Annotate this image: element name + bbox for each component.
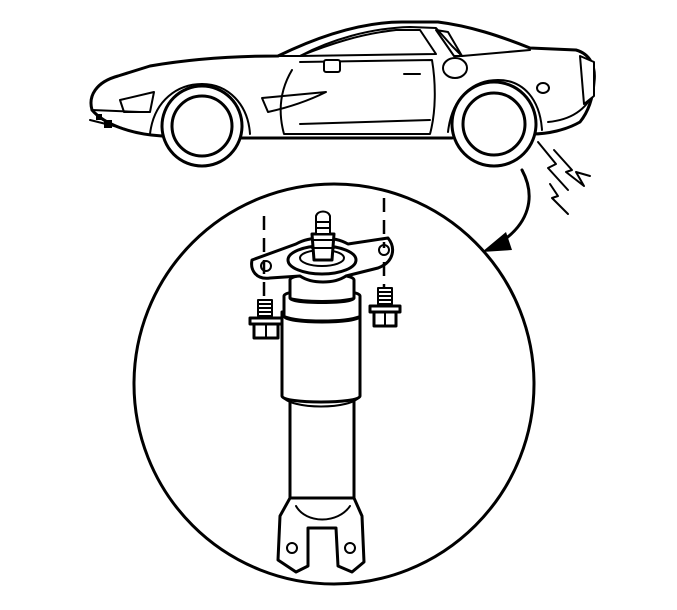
car-fog-light: [104, 120, 112, 128]
shock-upper-body: [280, 310, 362, 404]
car-windshield: [299, 29, 437, 57]
mount-hole-left: [260, 260, 272, 272]
car-front-arch: [149, 83, 251, 135]
mounting-bolt-left: [248, 299, 284, 340]
shock-absorber: [248, 198, 402, 574]
car-front-wheel: [160, 84, 244, 168]
shock-upper-stud: [310, 210, 336, 262]
rear-wheel-callout: [537, 141, 591, 215]
shock-lower-bushing-left: [286, 542, 298, 554]
car-sill-line: [299, 119, 431, 125]
shock-body-taper: [281, 395, 361, 408]
shock-lower-bushing-right: [344, 542, 356, 554]
shock-lower-tube: [288, 398, 356, 502]
car-side-mirror: [323, 59, 341, 73]
curved-arrow: [482, 168, 531, 252]
car-turn-lamp: [96, 114, 102, 120]
car-side-scoop: [261, 91, 327, 113]
shock-lower-mount: [276, 496, 366, 574]
car-door: [279, 59, 436, 135]
car-rear-window: [435, 29, 463, 57]
mounting-bolt-right: [368, 287, 402, 328]
car-tail-light: [579, 55, 595, 105]
detail-circle: [132, 182, 536, 586]
car-headlight: [119, 91, 155, 113]
car-rear-marker: [536, 82, 550, 94]
car-roof-line: [277, 26, 531, 57]
shock-lower-mount-web: [295, 505, 351, 521]
car-fuel-door: [442, 57, 468, 79]
car-side-view: [89, 20, 596, 168]
car-rear-wheel: [450, 80, 538, 168]
